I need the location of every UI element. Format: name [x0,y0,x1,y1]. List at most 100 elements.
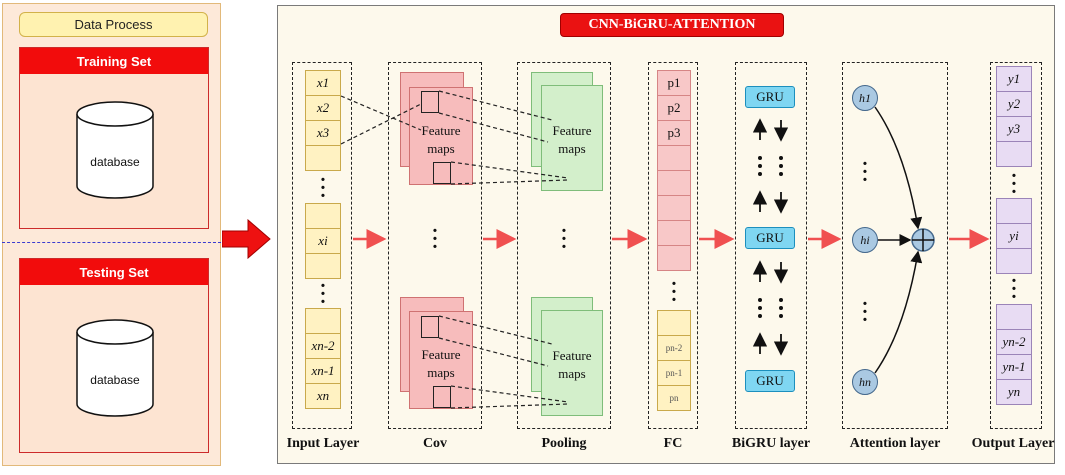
input-cells-mid: xi [305,203,341,279]
bigru-dots [758,156,783,318]
input-cell: x2 [305,96,341,121]
fc-cell-empty [657,310,691,336]
input-cell-empty [305,254,341,279]
pooling-layer-label: Pooling [541,436,587,451]
output-cell: y1 [996,66,1032,92]
pool-feature-map-front: Feature maps [541,310,603,416]
gru-cell: GRU [745,227,795,249]
bigru-arrows [752,118,789,356]
fc-cell: p1 [657,70,691,96]
output-cells-bottom: yn-2 yn-1 yn [996,304,1032,405]
output-cell-empty [996,198,1032,224]
output-cells-top: y1 y2 y3 [996,66,1032,167]
bigru-layer-frame [735,62,807,429]
output-layer-frame [990,62,1042,429]
fc-cell [657,171,691,196]
attention-node: hi [852,227,878,253]
output-cell: y3 [996,117,1032,142]
fc-cells-top: p1 p2 p3 [657,70,691,271]
attention-edges [874,106,923,374]
fc-cells-bottom: pn-2 pn-1 pn [657,310,691,411]
output-cell-empty [996,249,1032,274]
model-title: CNN-BiGRU-ATTENTION [560,13,784,37]
output-cell-empty [996,304,1032,330]
fc-cell: p3 [657,121,691,146]
input-cell: xn-2 [305,334,341,359]
sum-node-icon [911,228,935,252]
output-cell: yn-1 [996,355,1032,380]
output-ellipsis: ··· [1010,270,1018,308]
output-cell: yn [996,380,1032,405]
gru-cell: GRU [745,86,795,108]
kernel-box [433,386,451,408]
input-cell: xn [305,384,341,409]
attention-ellipsis: ··· [861,293,869,331]
fc-cell: p2 [657,96,691,121]
kernel-box [421,91,439,113]
pool-feature-map-front: Feature maps [541,85,603,191]
fc-layer-label: FC [663,436,683,451]
fc-cell: pn-1 [657,361,691,386]
cov-layer-label: Cov [422,436,448,451]
testing-set-title: Testing Set [20,259,208,285]
input-cell: x1 [305,70,341,96]
pooling-layer-frame [517,62,611,429]
input-ellipsis: ··· [319,275,327,313]
input-layer-frame [292,62,352,429]
training-database-label: database [90,155,140,169]
output-cells-mid: yi [996,198,1032,274]
attention-layer-label: Attention layer [849,436,941,451]
panel-divider [2,242,221,243]
cov-ellipsis: ··· [431,220,439,258]
output-layer-label: Output Layer [971,436,1055,451]
kernel-box [433,162,451,184]
input-cell: xi [305,229,341,254]
fc-cell: pn-2 [657,336,691,361]
fc-cell [657,246,691,271]
output-cell-empty [996,142,1032,167]
testing-database-label: database [90,373,140,387]
kernel-box [421,316,439,338]
training-database-icon [76,101,154,199]
input-cell: xn-1 [305,359,341,384]
feature-maps-label: Feature [552,123,592,138]
feature-maps-label: maps [558,141,586,156]
fc-cell [657,221,691,246]
feature-maps-label: Feature [421,123,461,138]
feature-maps-label: Feature [421,347,461,362]
bigru-layer-label: BiGRU layer [731,436,811,451]
transfer-arrow-icon [222,219,271,259]
feature-maps-label: maps [558,366,586,381]
fc-layer-frame [648,62,698,429]
data-process-header: Data Process [19,12,208,37]
fc-cell [657,196,691,221]
fc-cell: pn [657,386,691,411]
attention-layer-frame [842,62,948,429]
input-layer-label: Input Layer [286,436,360,451]
feature-maps-label: Feature [552,348,592,363]
feature-maps-label: maps [427,141,455,156]
fc-cell [657,146,691,171]
input-cell-empty [305,308,341,334]
cov-layer-frame [388,62,482,429]
output-ellipsis: ··· [1010,165,1018,203]
output-cell: yn-2 [996,330,1032,355]
gru-cell: GRU [745,370,795,392]
fc-ellipsis: ··· [670,273,678,311]
feature-maps-label: maps [427,365,455,380]
output-cell: y2 [996,92,1032,117]
input-cell-empty [305,203,341,229]
input-cells-top: x1 x2 x3 [305,70,341,171]
input-cells-bottom: xn-2 xn-1 xn [305,308,341,409]
pooling-ellipsis: ··· [560,220,568,258]
attention-ellipsis: ··· [861,153,869,191]
input-cell [305,146,341,171]
attention-node: hn [852,369,878,395]
training-set-title: Training Set [20,48,208,74]
input-ellipsis: ··· [319,169,327,207]
conv-mapping-lines [340,90,569,409]
testing-database-icon [76,319,154,417]
attention-node: h1 [852,85,878,111]
output-cell: yi [996,224,1032,249]
